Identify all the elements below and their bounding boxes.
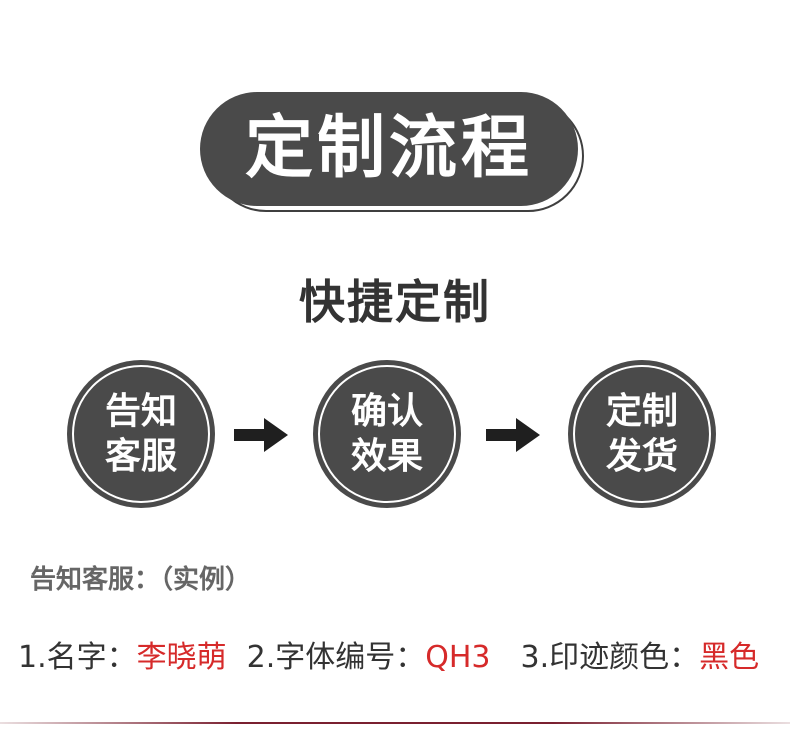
color-label: 3.印迹颜色： xyxy=(520,640,700,675)
example-heading: 告知客服：（实例） xyxy=(30,565,252,595)
step-notify-service: 告知 客服 xyxy=(67,360,215,508)
name-value: 李晓萌 xyxy=(136,640,227,675)
bottom-divider xyxy=(0,722,790,724)
color-value: 黑色 xyxy=(699,640,760,675)
step-3-line-1: 定制 xyxy=(605,391,678,432)
arrow-right-icon xyxy=(234,418,288,452)
step-1-line-2: 客服 xyxy=(104,436,177,477)
step-3-line-2: 发货 xyxy=(605,436,678,477)
step-confirm-effect: 确认 效果 xyxy=(313,360,461,508)
font-label: 2.字体编号： xyxy=(246,640,426,675)
name-label: 1.名字： xyxy=(18,640,137,675)
section-subtitle: 快捷定制 xyxy=(299,275,491,329)
page-title: 定制流程 xyxy=(244,109,533,188)
step-2-line-1: 确认 xyxy=(350,391,423,432)
title-banner: 定制流程 xyxy=(200,92,578,206)
step-customize-ship: 定制 发货 xyxy=(568,360,716,508)
example-details: 1.名字：李晓萌 2.字体编号：QH3 3.印迹颜色：黑色 xyxy=(18,640,759,676)
step-1-line-1: 告知 xyxy=(104,391,177,432)
font-value: QH3 xyxy=(425,640,491,675)
step-2-line-2: 效果 xyxy=(350,436,423,477)
arrow-right-icon xyxy=(486,418,540,452)
